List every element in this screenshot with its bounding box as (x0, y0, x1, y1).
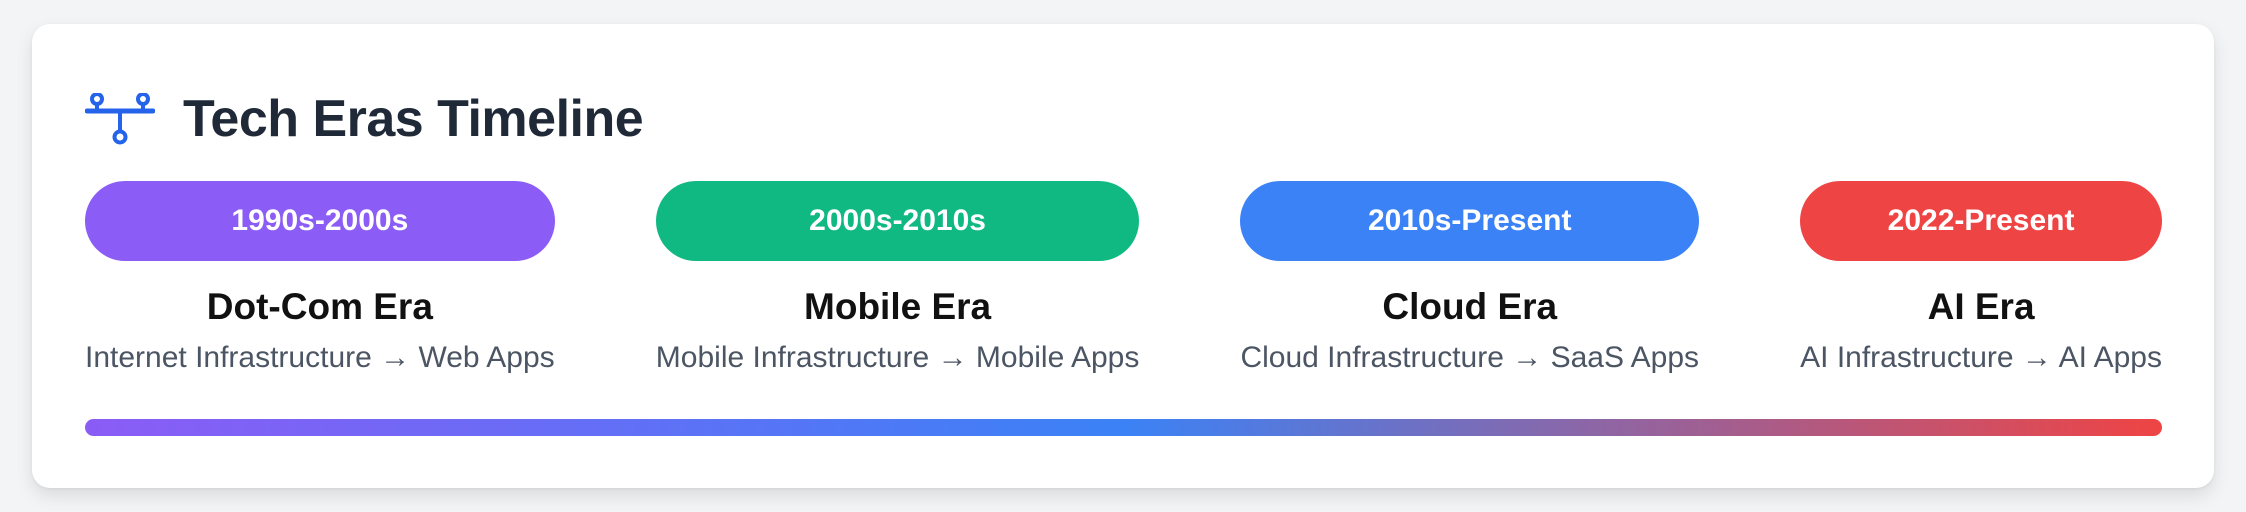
timeline-icon (85, 93, 155, 145)
era-cloud: 2010s-Present Cloud Era Cloud Infrastruc… (1240, 181, 1700, 377)
era-period-badge: 2010s-Present (1240, 181, 1700, 261)
era-description: AI Infrastructure → AI Apps (1800, 341, 2162, 374)
era-name: Mobile Era (804, 286, 992, 327)
era-period-badge: 2022-Present (1800, 181, 2162, 261)
card-header: Tech Eras Timeline (85, 84, 644, 154)
era-name: Dot-Com Era (206, 286, 433, 327)
era-period-badge: 1990s-2000s (85, 181, 555, 261)
era-name: AI Era (1927, 286, 2035, 327)
era-mobile: 2000s-2010s Mobile Era Mobile Infrastruc… (655, 181, 1140, 377)
era-list: 1990s-2000s Dot-Com Era Internet Infrast… (85, 181, 2162, 377)
timeline-gradient-bar (85, 419, 2162, 436)
era-period-badge: 2000s-2010s (655, 181, 1140, 261)
page-title: Tech Eras Timeline (183, 90, 644, 148)
era-name: Cloud Era (1382, 286, 1558, 327)
era-description: Mobile Infrastructure → Mobile Apps (655, 341, 1140, 374)
timeline-card: Tech Eras Timeline 1990s-2000s Dot-Com E… (32, 24, 2214, 488)
era-description: Cloud Infrastructure → SaaS Apps (1240, 341, 1700, 374)
era-dot-com: 1990s-2000s Dot-Com Era Internet Infrast… (85, 181, 555, 377)
era-ai: 2022-Present AI Era AI Infrastructure → … (1800, 181, 2162, 377)
era-description: Internet Infrastructure → Web Apps (85, 341, 555, 374)
